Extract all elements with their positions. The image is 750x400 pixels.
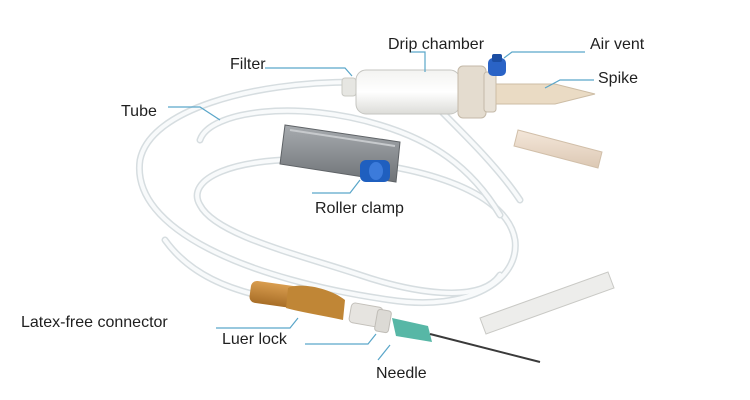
drip-chamber-assembly xyxy=(341,54,506,119)
label-tube: Tube xyxy=(121,103,157,120)
label-luer-lock: Luer lock xyxy=(222,331,287,348)
tubing xyxy=(135,78,524,307)
label-filter: Filter xyxy=(230,56,266,73)
roller-clamp-body xyxy=(279,124,401,183)
needle-sheath xyxy=(479,271,615,335)
label-spike: Spike xyxy=(598,70,639,87)
label-roller-clamp: Roller clamp xyxy=(315,200,404,217)
spike-shape xyxy=(495,83,596,105)
label-latex-free-connector: Latex-free connector xyxy=(21,314,168,331)
air-vent-cap xyxy=(488,58,506,76)
needle-shaft xyxy=(429,333,541,363)
label-air-vent: Air vent xyxy=(590,36,645,53)
label-drip-chamber: Drip chamber xyxy=(388,36,485,53)
needle-hub xyxy=(392,318,432,342)
label-needle: Needle xyxy=(376,365,427,382)
leader-lines xyxy=(168,51,594,361)
latex-free-connector-body xyxy=(286,285,345,320)
spike-cap xyxy=(513,129,603,169)
connector-assembly xyxy=(249,280,541,363)
